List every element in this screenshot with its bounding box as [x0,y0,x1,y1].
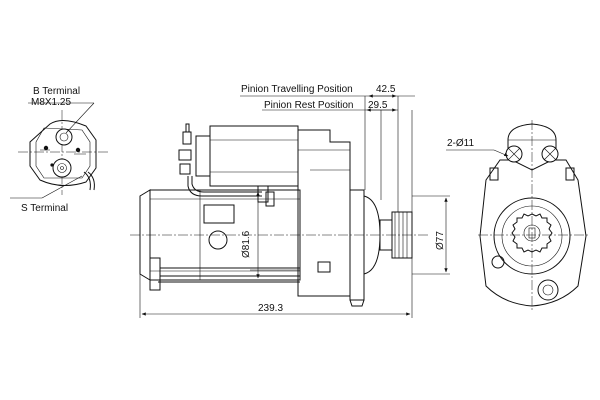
pinion-travelling-position-label: Pinion Travelling Position [241,84,353,95]
travel-dimension: 42.5 [376,84,396,95]
b-terminal-thread-label: M8X1.25 [31,97,71,108]
rest-dimension: 29.5 [368,100,388,111]
pilot-diameter-dimension: Ø77 [435,231,446,250]
s-terminal-label: S Terminal [21,203,68,214]
side-view [130,94,450,318]
terminal-detail-view [10,102,108,199]
front-view [446,120,590,310]
mounting-holes-label: 2-Ø11 [447,138,474,149]
b-terminal-label: B Terminal [33,86,80,97]
pinion-rest-position-label: Pinion Rest Position [264,100,354,111]
overall-length-dimension: 239.3 [258,303,283,314]
body-diameter-dimension: Ø81.6 [241,230,252,258]
